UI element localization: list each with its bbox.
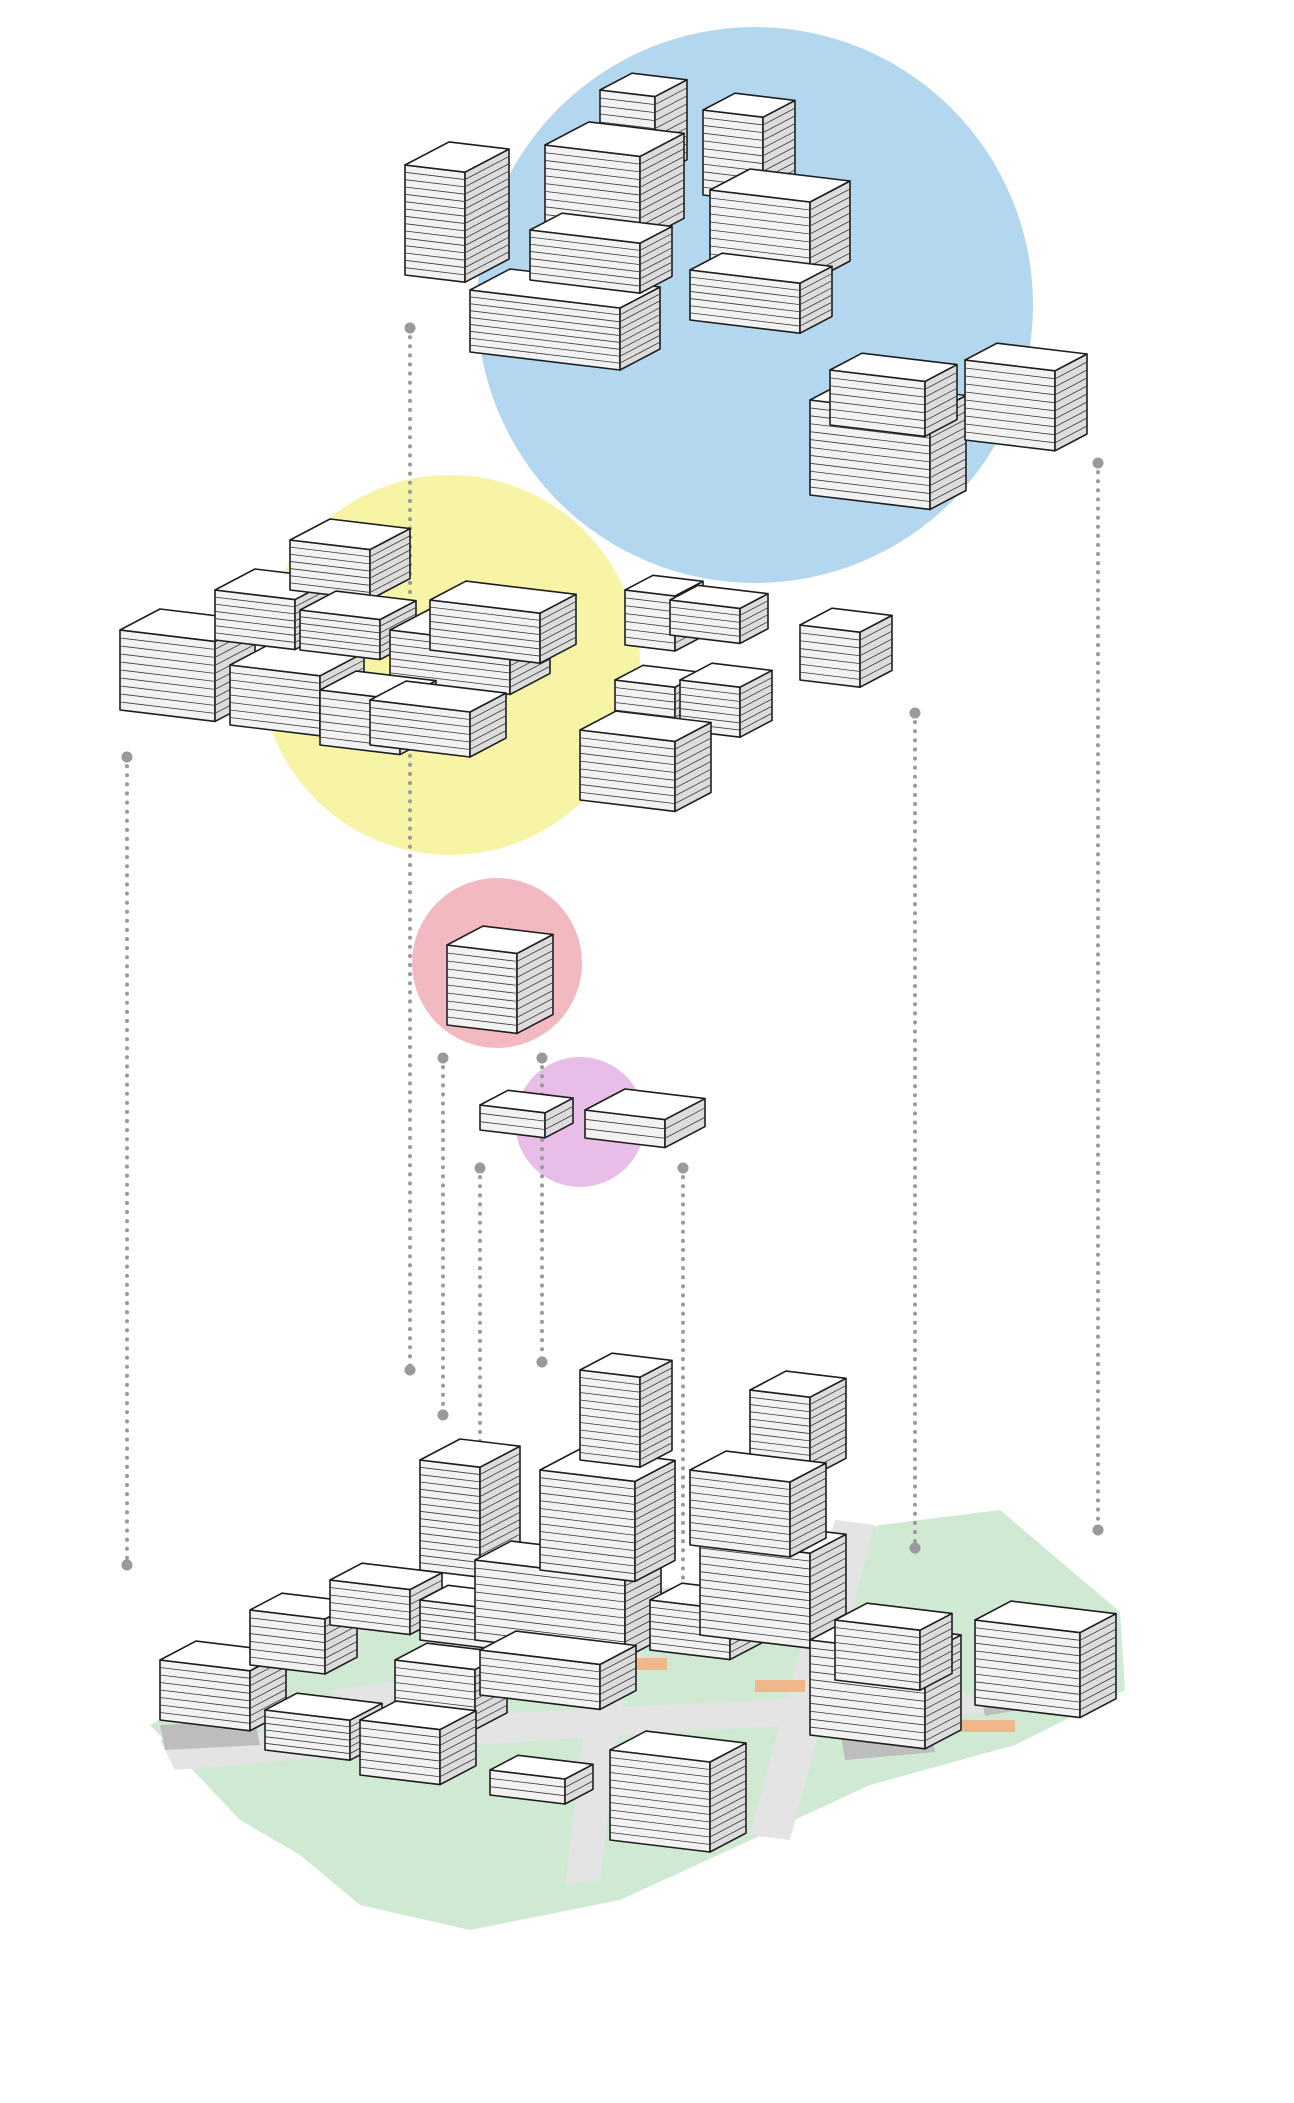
courtyard-block — [670, 585, 768, 643]
courtyard-block — [800, 608, 892, 687]
leader-endpoint — [910, 708, 921, 719]
leader-endpoint — [537, 1053, 548, 1064]
building-face — [405, 165, 465, 282]
courtyard-block — [290, 519, 410, 600]
mid-block — [530, 213, 672, 293]
ground-block — [610, 1731, 746, 1852]
leader-endpoint — [1093, 1525, 1104, 1536]
mid-block — [690, 253, 832, 333]
courtyard-block — [580, 711, 711, 811]
ground-block — [480, 1631, 636, 1709]
ground-block — [490, 1755, 593, 1804]
ground-block — [360, 1701, 476, 1785]
leader-endpoint — [122, 1560, 133, 1571]
leader-endpoint — [438, 1053, 449, 1064]
ground-block — [975, 1601, 1116, 1718]
ground-block — [690, 1451, 826, 1557]
building-face — [975, 1620, 1080, 1718]
single-tower — [447, 926, 553, 1033]
tower-block — [830, 353, 957, 436]
building-face — [420, 1460, 480, 1577]
curved-block — [405, 142, 509, 282]
leader-endpoint — [537, 1357, 548, 1368]
crossing-2 — [755, 1680, 805, 1692]
courtyard-block — [370, 681, 506, 757]
leader-endpoint — [405, 1365, 416, 1376]
ground-tower — [580, 1353, 672, 1467]
leader-endpoint — [678, 1163, 689, 1174]
slab-block — [965, 343, 1087, 451]
leader-endpoint — [475, 1163, 486, 1174]
leader-endpoint — [405, 323, 416, 334]
courtyard-block — [430, 581, 576, 663]
leader-endpoint — [1093, 458, 1104, 469]
ground-block — [835, 1603, 952, 1690]
leader-endpoint — [910, 1543, 921, 1554]
ground-tower — [540, 1449, 675, 1581]
leader-endpoint — [438, 1410, 449, 1421]
leader-endpoint — [122, 752, 133, 763]
podium-piece — [480, 1090, 573, 1138]
